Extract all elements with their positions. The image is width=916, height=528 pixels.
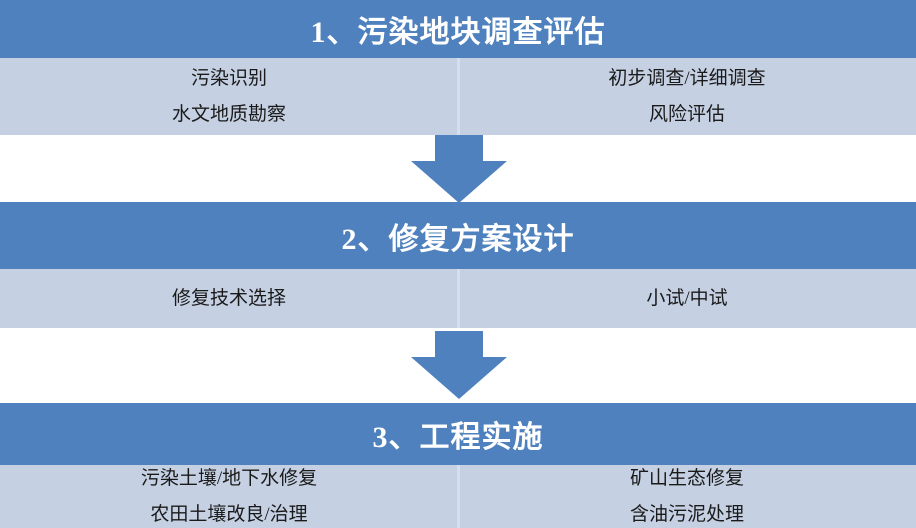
down-arrow-icon [411, 331, 507, 399]
stage-3-column-left: 污染土壤/地下水修复 农田土壤改良/治理 [0, 465, 458, 528]
stage-3-right-item-2: 含油污泥处理 [629, 504, 744, 525]
stage-2-left-item-1: 修复技术选择 [171, 288, 286, 309]
stage-1-left-item-2: 水文地质勘察 [171, 104, 286, 125]
stage-1-title: 1、污染地块调查评估 [0, 0, 916, 58]
stage-3: 3、工程实施 污染土壤/地下水修复 农田土壤改良/治理 矿山生态修复 含油污泥处… [0, 403, 916, 528]
stage-2-title: 2、修复方案设计 [0, 202, 916, 269]
stage-3-body: 污染土壤/地下水修复 农田土壤改良/治理 矿山生态修复 含油污泥处理 [0, 465, 916, 528]
connector-arrow-1 [411, 135, 507, 203]
stage-1-right-item-1: 初步调查/详细调查 [608, 68, 766, 89]
stage-3-column-right: 矿山生态修复 含油污泥处理 [458, 465, 916, 528]
stage-3-left-item-2: 农田土壤改良/治理 [150, 504, 308, 525]
stage-1-left-item-1: 污染识别 [190, 68, 267, 89]
stage-3-title: 3、工程实施 [0, 403, 916, 465]
stage-2-body: 修复技术选择 小试/中试 [0, 269, 916, 328]
stage-1-right-item-2: 风险评估 [648, 104, 725, 125]
stage-3-right-item-1: 矿山生态修复 [629, 468, 744, 489]
stage-2-column-right: 小试/中试 [458, 269, 916, 328]
stage-2-column-left: 修复技术选择 [0, 269, 458, 328]
stage-1-column-right: 初步调查/详细调查 风险评估 [458, 58, 916, 135]
connector-arrow-2 [411, 331, 507, 399]
stage-3-left-item-1: 污染土壤/地下水修复 [140, 468, 318, 489]
stage-1-body: 污染识别 水文地质勘察 初步调查/详细调查 风险评估 [0, 58, 916, 135]
stage-2-right-item-1: 小试/中试 [646, 288, 728, 309]
down-arrow-icon [411, 135, 507, 203]
stage-1-column-left: 污染识别 水文地质勘察 [0, 58, 458, 135]
stage-1: 1、污染地块调查评估 污染识别 水文地质勘察 初步调查/详细调查 风险评估 [0, 0, 916, 135]
stage-2: 2、修复方案设计 修复技术选择 小试/中试 [0, 202, 916, 328]
